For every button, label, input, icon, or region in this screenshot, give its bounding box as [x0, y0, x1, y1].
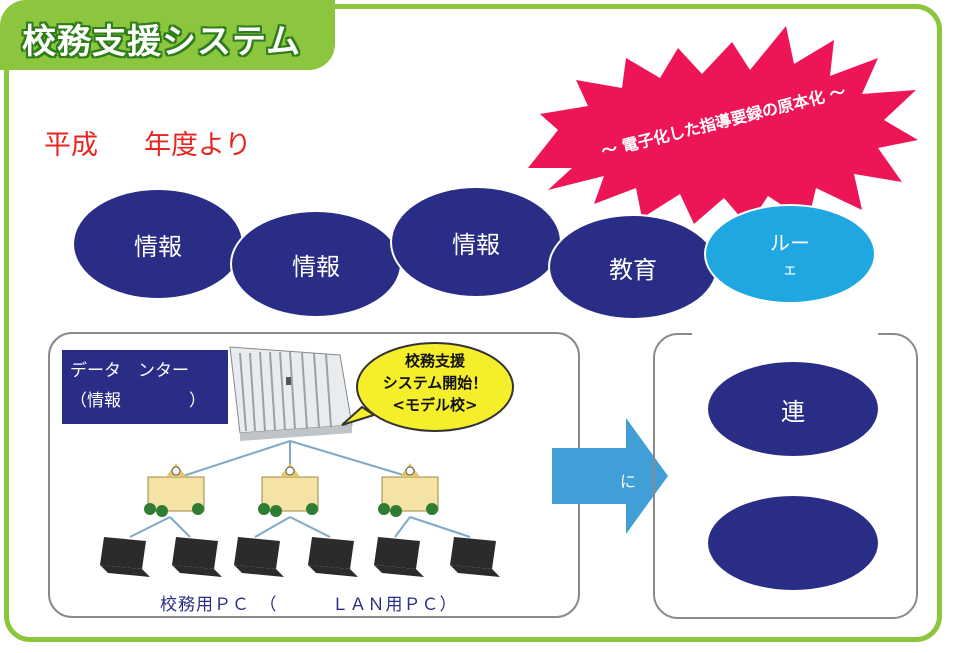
- oval-rule-line2: ェ: [782, 259, 798, 278]
- oval-link: 連: [706, 360, 880, 458]
- oval-rule: ルー ェ: [704, 204, 876, 304]
- bubble-text: 校務支援 システム開始！ <モデル校>: [363, 350, 507, 416]
- school-icon-2: [258, 463, 319, 517]
- bubble-line-2: システム開始！: [382, 374, 488, 392]
- arrow-label: に: [620, 472, 637, 491]
- bubble-line-1: 校務支援: [404, 352, 465, 370]
- year-text: 平成 年度より: [44, 123, 251, 162]
- oval-info-2: 情報: [230, 210, 402, 318]
- school-icon-1: [144, 463, 205, 517]
- laptop-icons: [100, 537, 500, 577]
- oval-blank: [706, 494, 880, 592]
- right-arrow-icon: [552, 418, 668, 534]
- datacenter-line-2: （情報 ）: [70, 391, 206, 411]
- page-title: 校務支援システム: [22, 22, 301, 62]
- network-diagram: [100, 342, 514, 577]
- oval-rule-line1: ルー: [770, 230, 810, 255]
- oval-info-3: 情報: [390, 186, 562, 298]
- oval-info-1: 情報: [72, 188, 244, 300]
- oval-education: 教育: [548, 214, 718, 320]
- year-prefix: 平成: [44, 130, 98, 161]
- datacenter-line-1: データ ンター: [70, 361, 189, 381]
- school-icon-3: [378, 463, 439, 517]
- datacenter-label: データ ンター （情報 ）: [62, 350, 228, 424]
- right-panel: [653, 332, 919, 619]
- pc-caption: 校務用ＰＣ （ ＬＡＮ用ＰＣ）: [160, 595, 458, 615]
- year-suffix: 年度より: [144, 130, 252, 161]
- bubble-line-3: <モデル校>: [392, 396, 478, 414]
- starburst-shape: [528, 26, 918, 226]
- speech-bubble: [341, 342, 514, 432]
- server-rack-icon: [229, 346, 353, 441]
- title-banner: [0, 0, 335, 70]
